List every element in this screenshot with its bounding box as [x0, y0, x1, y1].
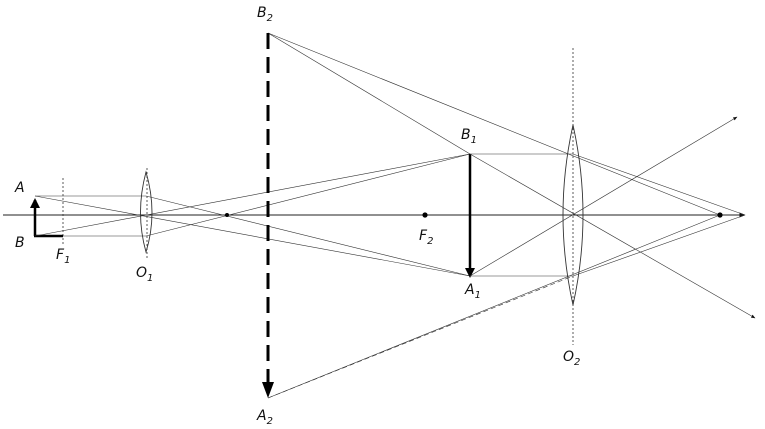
label-b1: B1: [461, 127, 477, 146]
label-a: A: [14, 180, 25, 196]
label-f2: F2: [419, 228, 433, 247]
lens-o1: [140, 170, 153, 254]
lens-o2: [562, 124, 584, 306]
ray: [469, 153, 756, 319]
virtual-ray: [267, 32, 721, 216]
virtual-image-arrowhead: [262, 382, 274, 398]
ray: [34, 153, 471, 237]
focal-point-right: [717, 212, 723, 218]
focal-point-f2: [422, 212, 428, 218]
ray: [34, 195, 471, 277]
label-o1: O1: [136, 265, 153, 284]
virtual-ray: [267, 32, 471, 155]
ray: [572, 153, 746, 216]
ray: [469, 116, 738, 277]
label-a1: A1: [464, 282, 481, 301]
label-b2: B2: [257, 5, 273, 24]
virtual-ray: [267, 214, 721, 399]
label-a2: A2: [256, 408, 273, 427]
ray: [572, 214, 746, 277]
ray: [145, 153, 471, 237]
virtual-ray: [267, 275, 574, 399]
label-f1: F1: [56, 247, 70, 266]
focal-point-mid: [225, 213, 229, 217]
label-b: B: [15, 235, 25, 251]
label-o2: O2: [563, 349, 580, 368]
ray: [145, 195, 471, 277]
